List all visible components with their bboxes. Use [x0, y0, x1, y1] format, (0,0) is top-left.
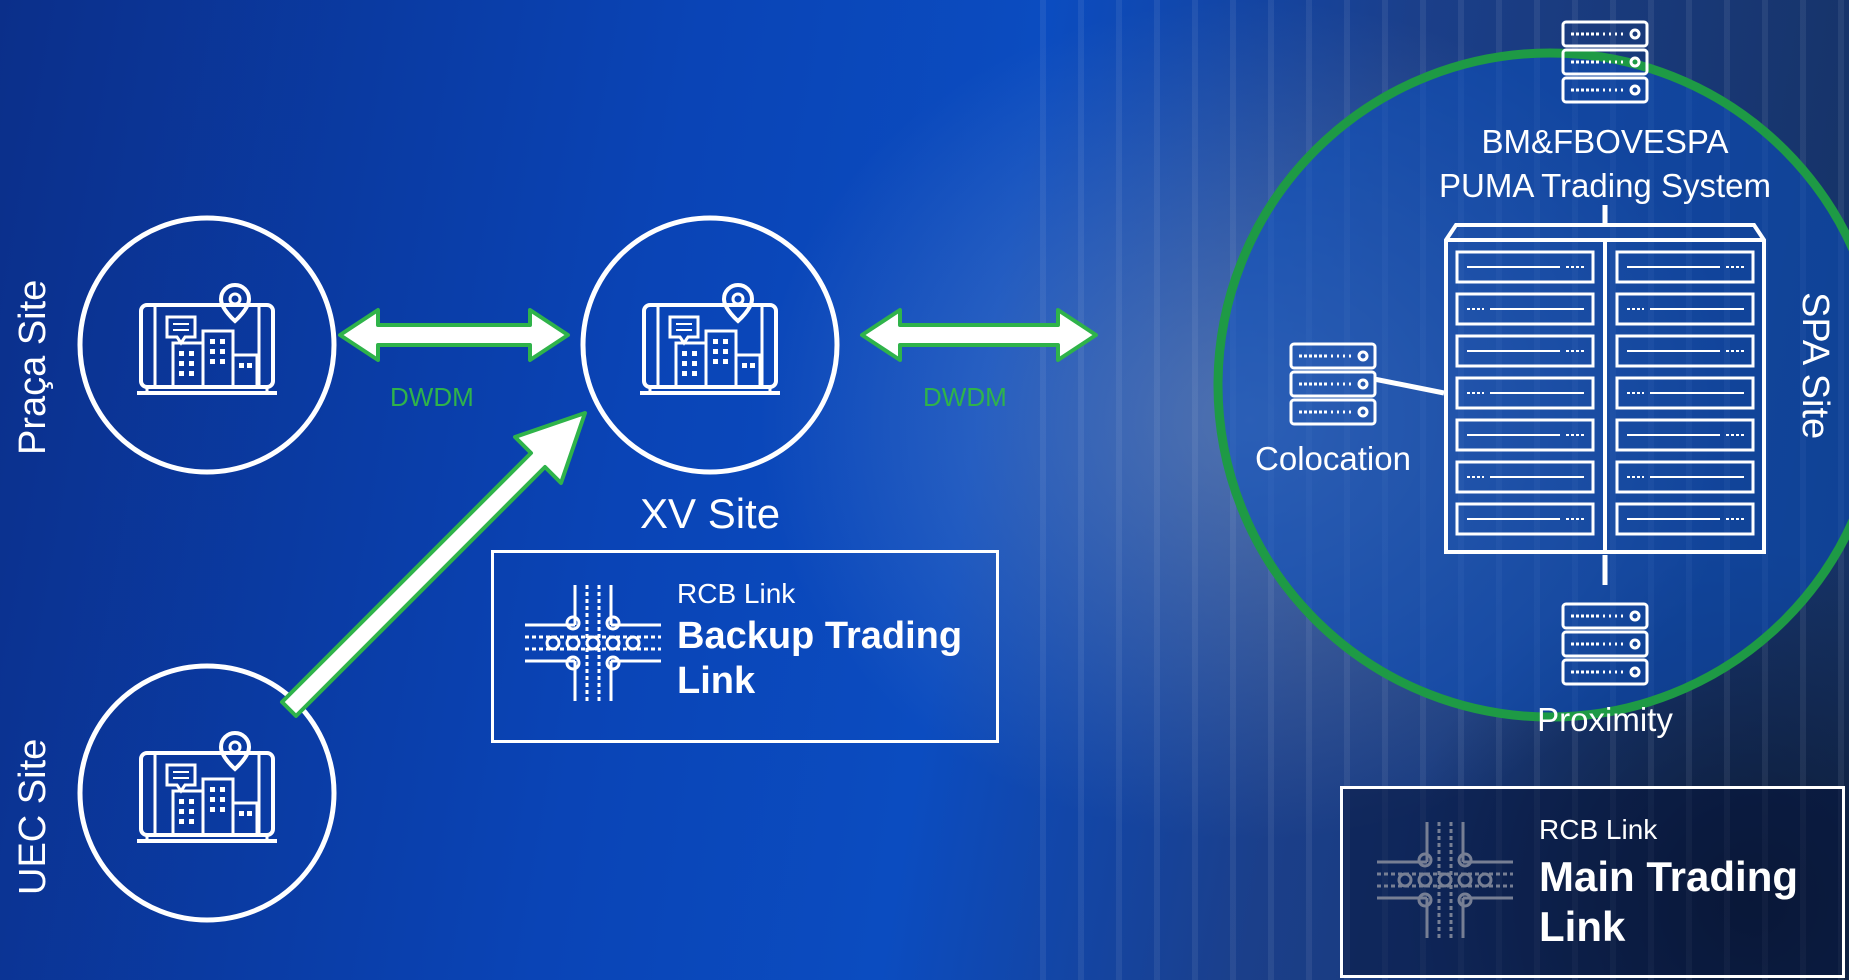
- main-link-subtitle: RCB Link: [1539, 814, 1658, 845]
- uec-site-node[interactable]: [77, 663, 337, 923]
- main-link-title-line1: Main Trading: [1539, 853, 1799, 900]
- backup-link-title-line1: Backup Trading: [677, 615, 963, 657]
- spa-site-label: SPA Site: [1794, 292, 1836, 440]
- trading-system-name: PUMA Trading System: [1439, 167, 1771, 204]
- main-trading-link-box: [1340, 786, 1845, 978]
- backup-link-subtitle: RCB Link: [677, 578, 796, 609]
- backup-arrow-uec-xv: [280, 411, 587, 718]
- praca-site-label: Praça Site: [12, 279, 54, 455]
- exchange-name: BM&FBOVESPA: [1481, 123, 1729, 160]
- uec-site-label: UEC Site: [12, 738, 54, 895]
- colocation-label: Colocation: [1255, 440, 1411, 477]
- main-link-title-line2: Link: [1539, 903, 1626, 950]
- proximity-label: Proximity: [1537, 701, 1673, 738]
- dwdm-arrow-praca-xv: [338, 308, 570, 362]
- praca-site-node[interactable]: [77, 215, 337, 475]
- site-location-icon: [135, 731, 279, 843]
- site-location-icon: [638, 283, 782, 395]
- dwdm-label-praca-xv: DWDM: [390, 382, 474, 412]
- xv-site-label: XV Site: [640, 490, 781, 537]
- dwdm-arrow-xv-spa: [860, 308, 1098, 362]
- backup-link-title-line2: Link: [677, 660, 756, 702]
- puma-rack-icon: [1444, 223, 1766, 554]
- backup-trading-link-box: [491, 550, 999, 743]
- site-location-icon: [135, 283, 279, 395]
- dwdm-label-xv-spa: DWDM: [923, 382, 1007, 412]
- xv-site-node[interactable]: [580, 215, 840, 475]
